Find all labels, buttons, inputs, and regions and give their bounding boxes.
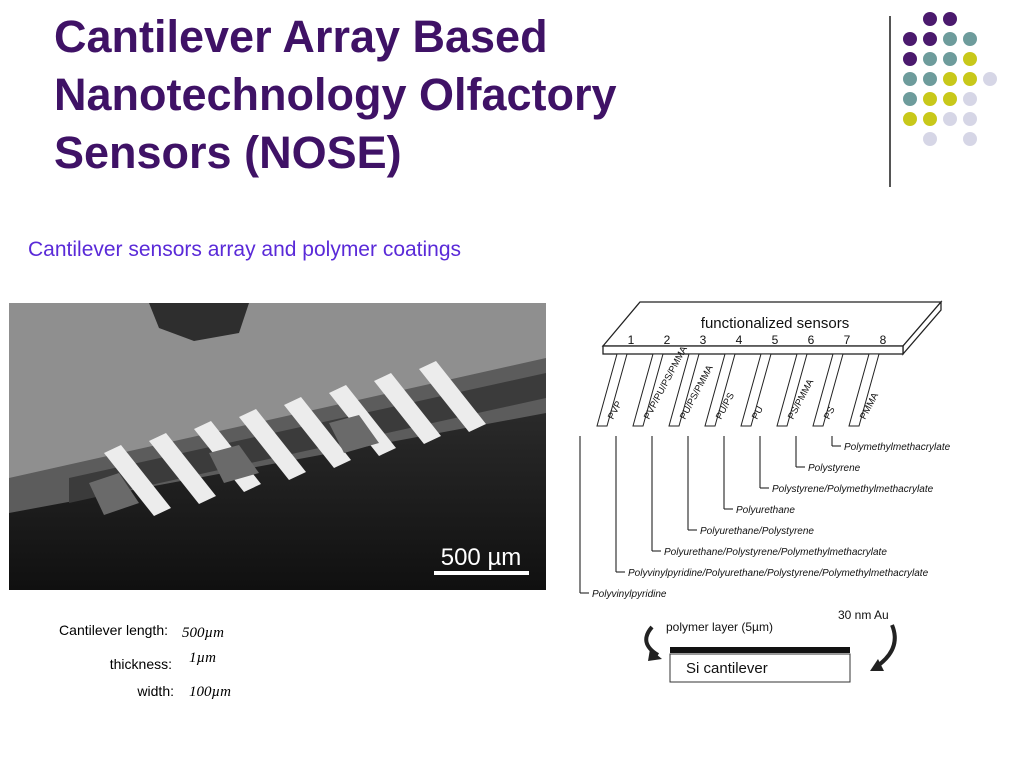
sensor-number: 1 <box>628 333 635 347</box>
sensor-beam <box>740 353 772 427</box>
decorative-dot-grid <box>903 12 1013 172</box>
decorative-dot <box>923 32 937 46</box>
decorative-dot <box>963 72 977 86</box>
sensor-beam <box>812 353 844 427</box>
sensor-beam <box>632 353 664 427</box>
decorative-dot <box>923 72 937 86</box>
thickness-label: thickness: <box>109 656 172 672</box>
polymer-layer-label: polymer layer (5µm) <box>666 620 773 634</box>
polymer-label: Polyurethane <box>736 505 795 516</box>
functionalized-sensors-diagram: functionalized sensors 1PVP2PVP/PU/PS/PM… <box>579 300 951 600</box>
decorative-dot <box>963 112 977 126</box>
width-label: width: <box>137 683 174 699</box>
decorative-dot <box>903 112 917 126</box>
title-divider <box>889 16 891 187</box>
cantilever-array-photo: 500 µm <box>9 303 546 590</box>
decorative-dot <box>923 132 937 146</box>
polymer-label: Polystyrene <box>808 463 861 474</box>
decorative-dot <box>943 72 957 86</box>
decorative-dot <box>963 52 977 66</box>
decorative-dot <box>943 112 957 126</box>
sensor-number: 8 <box>880 333 887 347</box>
decorative-dot <box>943 12 957 26</box>
title-line-2: Nanotechnology Olfactory <box>54 69 617 120</box>
decorative-dot <box>903 72 917 86</box>
polymer-label: Polyvinylpyridine <box>592 589 667 600</box>
cantilever-cross-section: polymer layer (5µm) 30 nm Au Si cantilev… <box>644 608 897 683</box>
sensor-number: 6 <box>808 333 815 347</box>
sensor-beam <box>776 353 808 427</box>
diagram-header: functionalized sensors <box>701 315 849 332</box>
sensor-beam <box>704 353 736 427</box>
length-label: Cantilever length: <box>59 622 168 638</box>
polymer-label: Polystyrene/Polymethylmethacrylate <box>772 484 934 495</box>
decorative-dot <box>983 72 997 86</box>
decorative-dot <box>903 32 917 46</box>
sensor-number: 3 <box>700 333 707 347</box>
sensor-beam <box>668 353 700 427</box>
scale-bar-label: 500 µm <box>441 544 522 571</box>
decorative-dot <box>903 92 917 106</box>
polymer-label: Polymethylmethacrylate <box>844 442 951 453</box>
polymer-label: Polyurethane/Polystyrene/Polymethylmetha… <box>664 547 887 558</box>
length-value: 500µm <box>182 625 224 641</box>
sensor-number: 7 <box>844 333 851 347</box>
decorative-dot <box>903 52 917 66</box>
sensor-number: 5 <box>772 333 779 347</box>
decorative-dot <box>963 132 977 146</box>
sensor-number: 4 <box>736 333 743 347</box>
sensor-beam <box>848 353 880 427</box>
decorative-dot <box>923 92 937 106</box>
decorative-dot <box>963 32 977 46</box>
polymer-label: Polyurethane/Polystyrene <box>700 526 814 537</box>
decorative-dot <box>923 52 937 66</box>
polymer-label: Polyvinylpyridine/Polyurethane/Polystyre… <box>628 568 929 579</box>
coating-label: PS <box>822 405 838 421</box>
title-line-3: Sensors (NOSE) <box>54 127 402 178</box>
decorative-dot <box>943 52 957 66</box>
decorative-dot <box>943 32 957 46</box>
width-value: 100µm <box>189 684 231 700</box>
decorative-dot <box>923 12 937 26</box>
gold-layer-label: 30 nm Au <box>838 608 889 622</box>
decorative-dot <box>943 92 957 106</box>
title-line-1: Cantilever Array Based <box>54 11 548 62</box>
slide-title: Cantilever Array Based Nanotechnology Ol… <box>54 8 774 182</box>
si-cantilever-label: Si cantilever <box>686 660 768 677</box>
sensor-number: 2 <box>664 333 671 347</box>
decorative-dot <box>923 112 937 126</box>
sensor-beam <box>596 353 628 427</box>
slide-subtitle: Cantilever sensors array and polymer coa… <box>28 238 462 261</box>
decorative-dot <box>963 92 977 106</box>
thickness-value: 1µm <box>189 650 216 666</box>
